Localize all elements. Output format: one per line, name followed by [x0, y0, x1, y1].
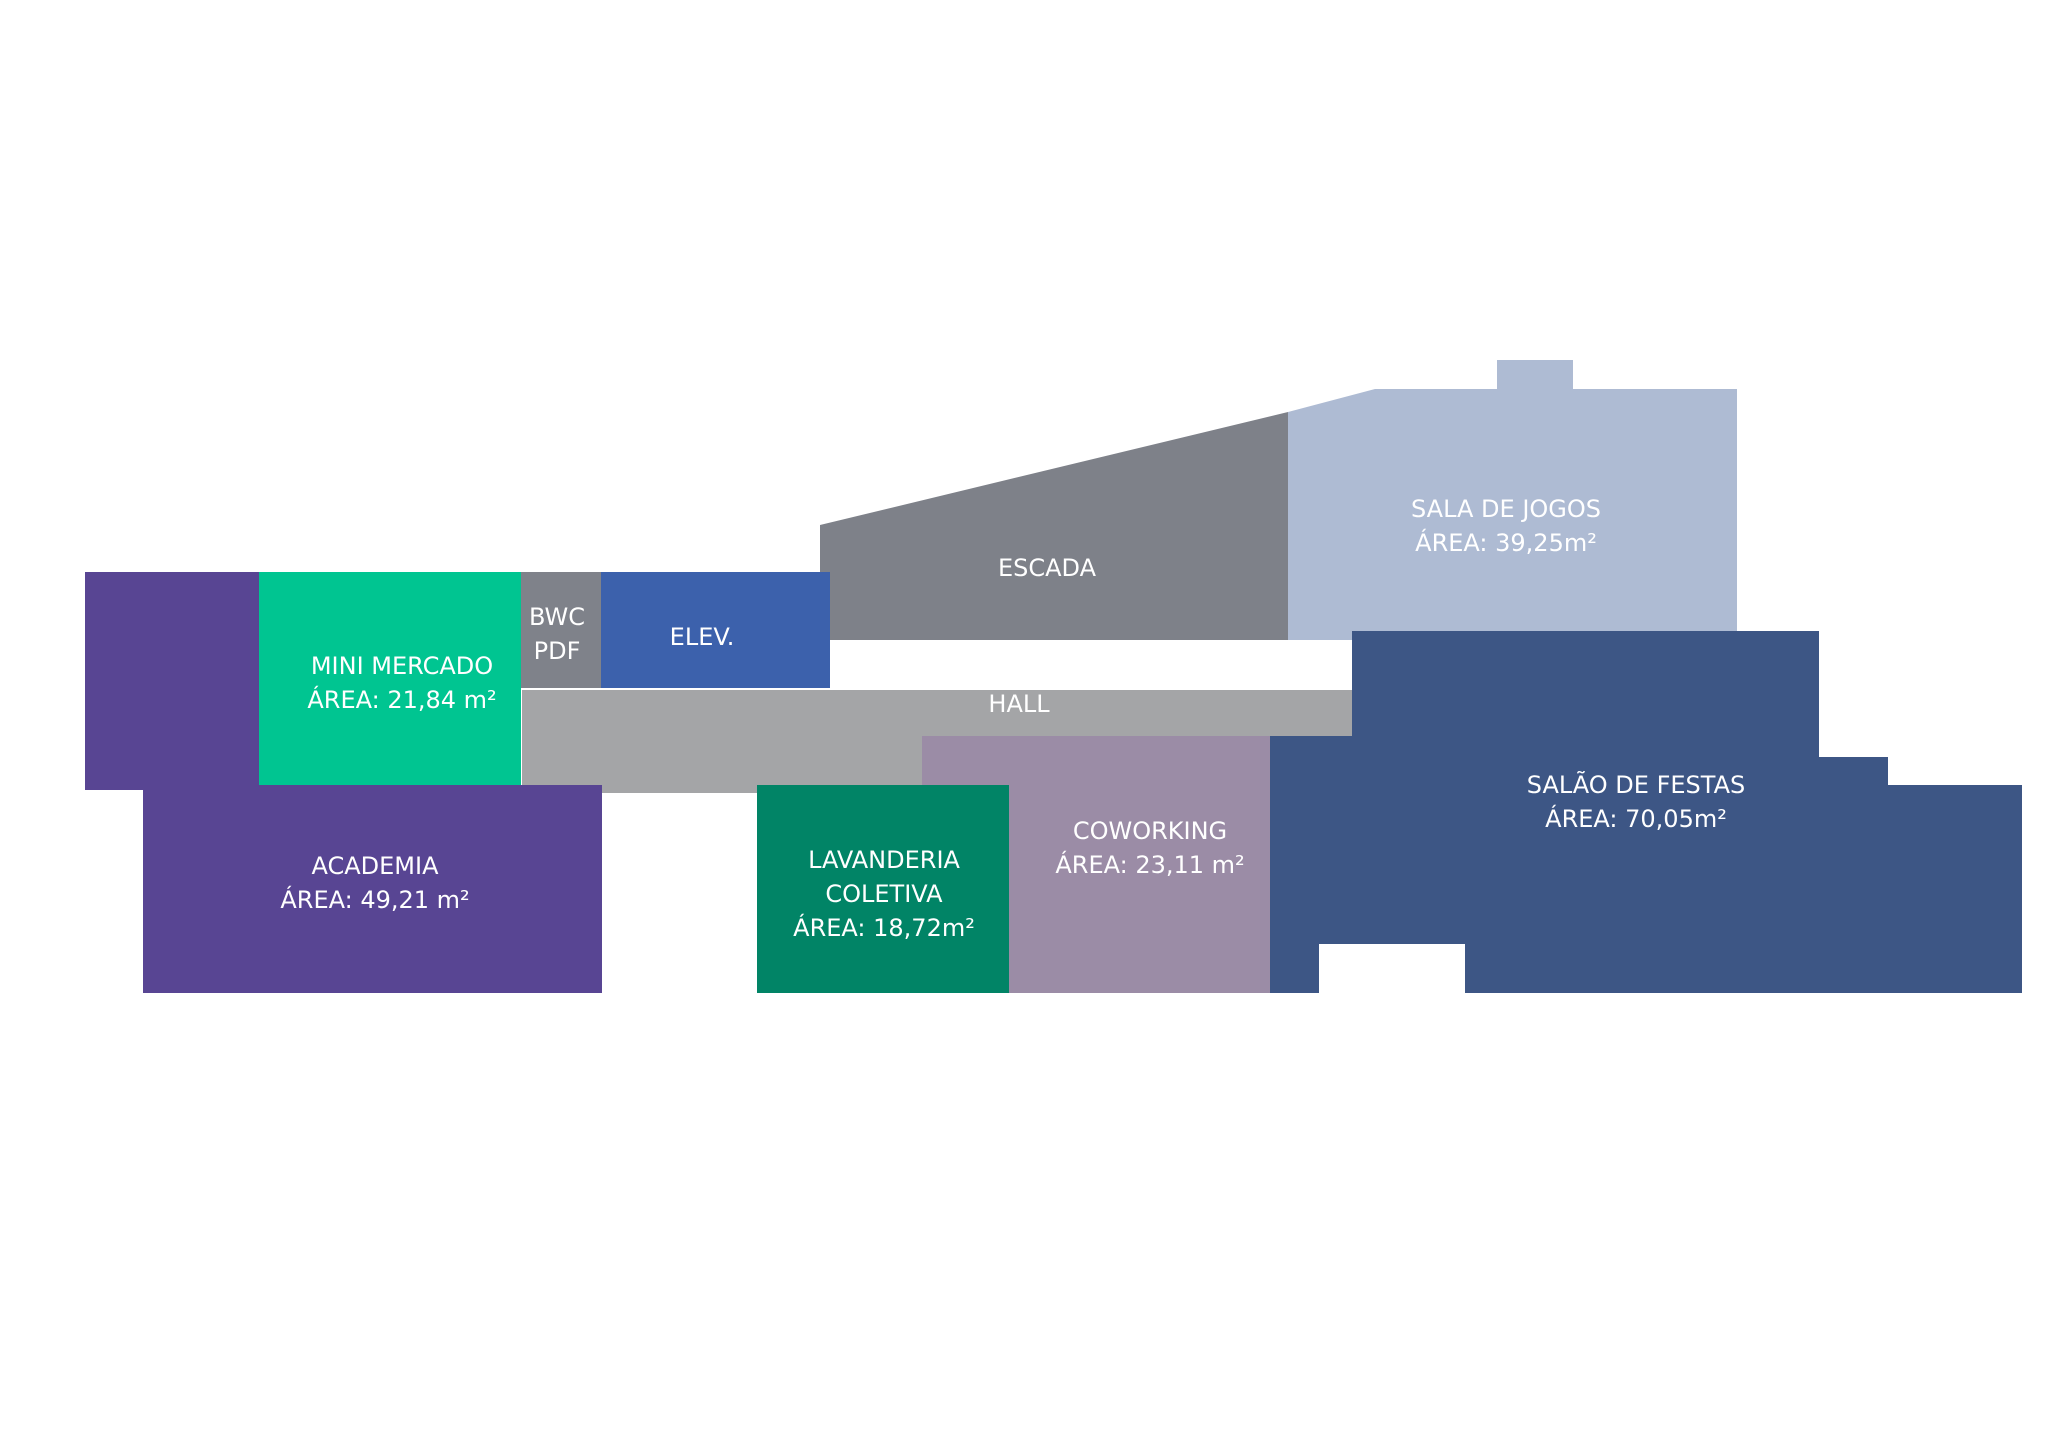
label-mini-mercado-area: ÁREA: 21,84 m²	[307, 685, 496, 714]
room-mini-mercado	[259, 572, 521, 785]
room-bwc-pdf	[521, 572, 601, 688]
label-lavanderia-line1: LAVANDERIA	[808, 846, 960, 874]
label-salao-de-festas-name: SALÃO DE FESTAS	[1527, 769, 1745, 799]
label-salao-de-festas-area: ÁREA: 70,05m²	[1545, 804, 1727, 833]
label-sala-de-jogos-name: SALA DE JOGOS	[1411, 495, 1601, 523]
room-salao-de-festas	[1270, 631, 2022, 993]
label-academia-area: ÁREA: 49,21 m²	[280, 885, 469, 914]
room-hall	[522, 690, 1352, 793]
label-academia-name: ACADEMIA	[311, 852, 439, 880]
label-coworking-name: COWORKING	[1073, 817, 1227, 845]
label-lavanderia-area: ÁREA: 18,72m²	[793, 913, 975, 942]
label-escada: ESCADA	[998, 554, 1097, 582]
label-sala-de-jogos-area: ÁREA: 39,25m²	[1415, 528, 1597, 557]
label-mini-mercado-name: MINI MERCADO	[311, 652, 493, 680]
label-bwc-line2: PDF	[534, 637, 581, 665]
room-lavanderia	[757, 785, 1009, 993]
room-academia	[85, 572, 602, 993]
room-sala-de-jogos	[1288, 360, 1737, 640]
label-coworking-area: ÁREA: 23,11 m²	[1055, 850, 1244, 879]
room-elevador	[601, 572, 830, 688]
label-hall: HALL	[988, 690, 1050, 718]
room-escada	[820, 412, 1288, 640]
label-elev: ELEV.	[670, 623, 735, 651]
label-bwc-line1: BWC	[529, 603, 585, 631]
label-lavanderia-line2: COLETIVA	[825, 880, 943, 908]
